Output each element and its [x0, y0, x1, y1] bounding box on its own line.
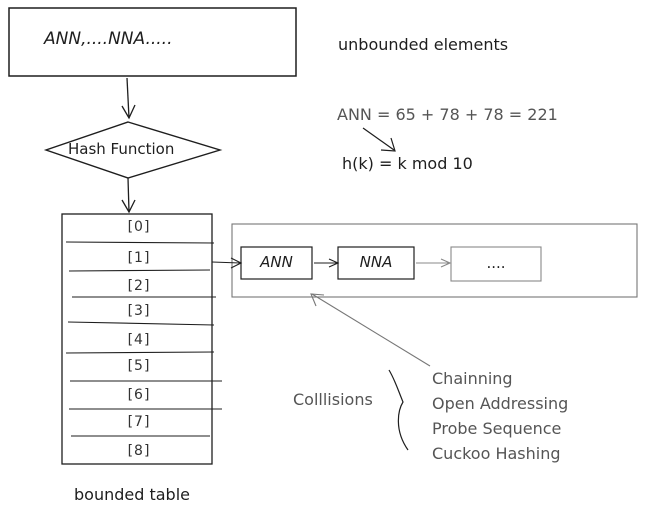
chain-node-ann-label: ANN — [260, 253, 293, 271]
table-slot-0: [0] — [127, 219, 151, 235]
table-slot-2: [2] — [127, 278, 151, 294]
input-caption: unbounded elements — [338, 35, 509, 54]
table-slot-4: [4] — [127, 332, 151, 348]
arrow-input-to-hash — [121, 77, 136, 120]
arrow-slot-to-chain — [211, 257, 243, 269]
input-elements-label: ANN,....NNA..... — [44, 29, 173, 49]
collision-method-cuckoo-hashing: Cuckoo Hashing — [432, 444, 561, 463]
arrow-nna-to-ellipsis — [416, 258, 452, 268]
chain-node-ann — [240, 246, 313, 280]
collisions-label: Colllisions — [293, 390, 373, 409]
table-slot-3: [3] — [127, 303, 151, 319]
arrow-equation-to-formula — [362, 127, 396, 152]
chain-node-ellipsis-label: .... — [486, 254, 506, 272]
input-box — [8, 7, 297, 77]
bounded-table — [61, 213, 213, 465]
chain-node-nna-label: NNA — [359, 253, 393, 271]
table-slot-6: [6] — [127, 387, 151, 403]
arrow-collision-pointer — [310, 293, 431, 367]
arrow-ann-to-nna — [314, 258, 340, 268]
collision-method-probe-sequence: Probe Sequence — [432, 419, 562, 438]
table-slot-1: [1] — [127, 250, 151, 266]
chain-node-ellipsis — [450, 246, 542, 282]
arrow-hash-to-table — [121, 177, 136, 214]
table-slot-5: [5] — [127, 358, 151, 374]
table-row-dividers — [65, 241, 222, 437]
hash-function-label: Hash Function — [68, 140, 175, 158]
collision-method-chaining: Chainning — [432, 369, 513, 388]
collisions-brace — [388, 369, 409, 451]
collision-method-open-addressing: Open Addressing — [432, 394, 569, 413]
table-caption: bounded table — [74, 485, 190, 504]
hash-formula-text: h(k) = k mod 10 — [342, 154, 473, 173]
table-slot-7: [7] — [127, 414, 151, 430]
chain-container — [231, 223, 638, 298]
table-slot-8: [8] — [127, 443, 151, 459]
equation-text: ANN = 65 + 78 + 78 = 221 — [337, 105, 558, 124]
